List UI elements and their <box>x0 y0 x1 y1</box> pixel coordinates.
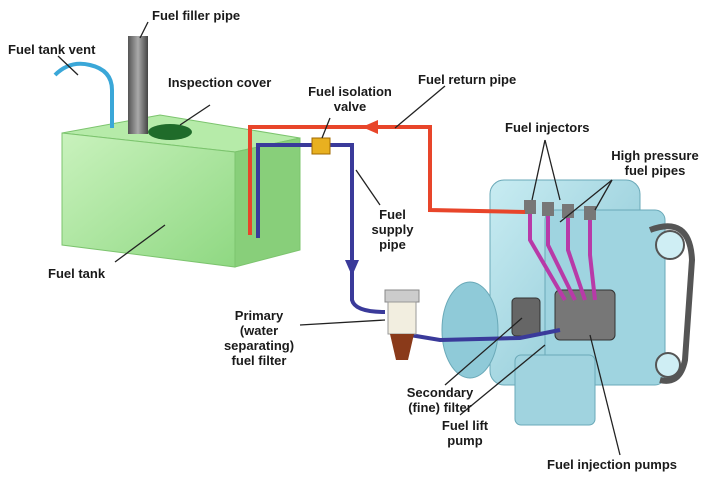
label-fuel-filler-pipe: Fuel filler pipe <box>152 8 241 23</box>
label-primary-fuel-filter: Primary (water separating) fuel filter <box>215 308 303 368</box>
label-line: Fuel <box>379 207 406 222</box>
label-line: supply <box>371 222 414 237</box>
high-pressure-fuel-pipes <box>528 210 597 302</box>
label-line: pump <box>447 433 483 448</box>
return-arrow-icon <box>362 120 378 134</box>
label-line: (water <box>239 323 279 338</box>
label-line: valve <box>333 99 367 114</box>
fuel-isolation-valve <box>311 137 331 155</box>
label-inspection-cover: Inspection cover <box>168 75 272 90</box>
label-fuel-return-pipe: Fuel return pipe <box>418 72 517 87</box>
secondary-filter <box>511 297 541 337</box>
label-fuel-tank-vent: Fuel tank vent <box>8 42 96 57</box>
label-line: Fuel lift <box>441 418 489 433</box>
label-fuel-injection-pumps: Fuel injection pumps <box>547 457 678 472</box>
fuel-tank <box>61 114 301 268</box>
label-secondary-filter: Secondary (fine) filter <box>390 385 490 415</box>
fuel-return-pipe <box>248 125 526 235</box>
leader-lines <box>57 21 621 456</box>
inspection-cover <box>148 124 192 140</box>
fuel-injectors <box>524 200 596 220</box>
label-fuel-isolation-valve: Fuel isolation valve <box>295 84 405 114</box>
fuel-supply-pipe <box>256 143 386 314</box>
primary-fuel-filter <box>384 289 420 360</box>
fuel-tank-vent <box>53 61 114 128</box>
label-line: separating) <box>223 338 295 353</box>
label-high-pressure-fuel-pipes: High pressure fuel pipes <box>600 148 710 178</box>
engine <box>441 179 696 426</box>
label-fuel-lift-pump: Fuel lift pump <box>430 418 500 448</box>
label-line: (fine) filter <box>408 400 472 415</box>
label-fuel-injectors: Fuel injectors <box>505 120 590 135</box>
label-line: Primary <box>234 308 284 323</box>
fuel-filler-pipe <box>128 36 148 134</box>
label-line: fuel pipes <box>624 163 686 178</box>
label-line: pipe <box>379 237 406 252</box>
label-line: Fuel isolation <box>308 84 392 99</box>
label-line: fuel filter <box>231 353 287 368</box>
label-fuel-tank: Fuel tank <box>48 266 106 281</box>
fuel-injection-pumps <box>554 289 616 341</box>
label-fuel-supply-pipe: Fuel supply pipe <box>365 207 420 252</box>
supply-arrow-icon <box>345 260 359 276</box>
label-line: High pressure <box>611 148 699 163</box>
label-line: Secondary <box>406 385 474 400</box>
